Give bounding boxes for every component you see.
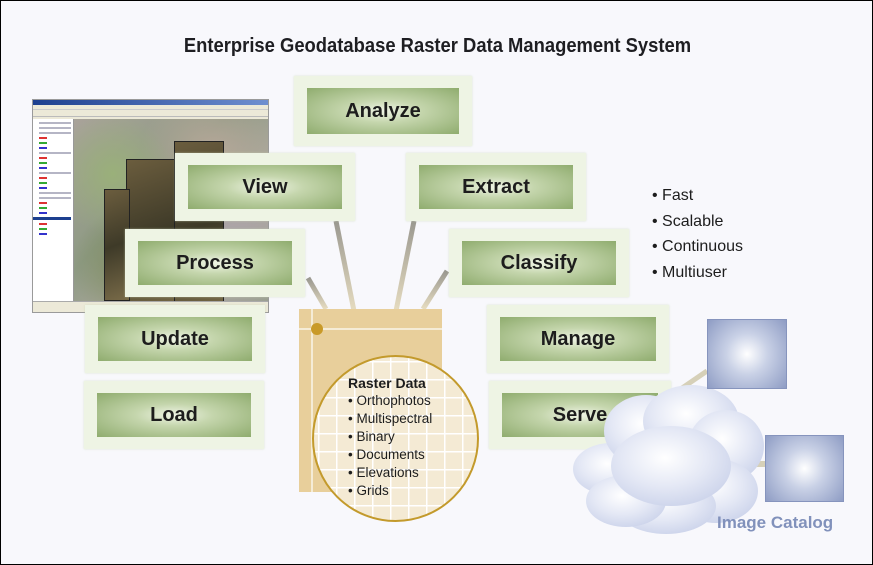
raster-data-item: • Orthophotos	[348, 393, 431, 408]
process-box[interactable]: Process	[125, 229, 305, 297]
feature-list: • Fast • Scalable • Continuous • Multius…	[652, 183, 743, 285]
raster-data-list: Raster Data • Orthophotos • Multispectra…	[348, 375, 432, 500]
raster-item-text: Grids	[356, 483, 389, 498]
raster-item-text: Multispectral	[356, 411, 433, 426]
feature-text: Multiuser	[662, 263, 727, 281]
table-of-contents	[33, 119, 74, 302]
app-toolbar	[33, 110, 268, 117]
update-label: Update	[98, 317, 252, 361]
analyze-box[interactable]: Analyze	[294, 76, 472, 146]
connector-extract	[393, 220, 417, 312]
feature-item: • Multiuser	[652, 263, 727, 281]
app-titlebar	[33, 100, 268, 105]
raster-item-text: Documents	[356, 447, 425, 462]
raster-data-item: • Grids	[348, 483, 389, 498]
manage-label: Manage	[500, 317, 656, 361]
view-label: View	[188, 165, 342, 209]
manage-box[interactable]: Manage	[487, 305, 669, 373]
app-menubar	[33, 105, 268, 110]
raster-data-item: • Binary	[348, 429, 395, 444]
update-box[interactable]: Update	[85, 305, 265, 373]
raster-data-item: • Multispectral	[348, 411, 433, 426]
image-catalog-server-2	[765, 435, 844, 502]
analyze-label: Analyze	[307, 88, 459, 134]
feature-item: • Continuous	[652, 238, 743, 255]
feature-item: • Fast	[652, 187, 694, 204]
diagram-title: Enterprise Geodatabase Raster Data Manag…	[183, 35, 692, 57]
feature-text: Fast	[662, 187, 694, 204]
classify-label: Classify	[462, 241, 616, 285]
load-label: Load	[97, 393, 251, 437]
raster-item-text: Orthophotos	[356, 393, 431, 408]
classify-box[interactable]: Classify	[449, 229, 629, 297]
raster-data-lens	[312, 355, 479, 522]
feature-item: • Scalable	[652, 212, 724, 230]
process-label: Process	[138, 241, 292, 285]
feature-text: Continuous	[662, 238, 743, 255]
raster-item-text: Elevations	[356, 465, 419, 480]
image-catalog-server-1	[707, 319, 787, 389]
connector-classify	[420, 269, 450, 311]
view-box[interactable]: View	[175, 153, 355, 221]
raster-data-item: • Elevations	[348, 465, 419, 480]
connector-view	[333, 220, 357, 312]
load-box[interactable]: Load	[84, 381, 264, 449]
connector-process	[305, 276, 329, 311]
raster-origin-dot	[311, 323, 323, 335]
raster-item-text: Binary	[356, 429, 395, 444]
raster-data-title: Raster Data	[348, 375, 426, 391]
extract-box[interactable]: Extract	[406, 153, 586, 221]
extract-label: Extract	[419, 165, 573, 209]
raster-data-item: • Documents	[348, 447, 425, 462]
feature-text: Scalable	[662, 212, 724, 230]
image-catalog-label: Image Catalog	[717, 513, 834, 532]
